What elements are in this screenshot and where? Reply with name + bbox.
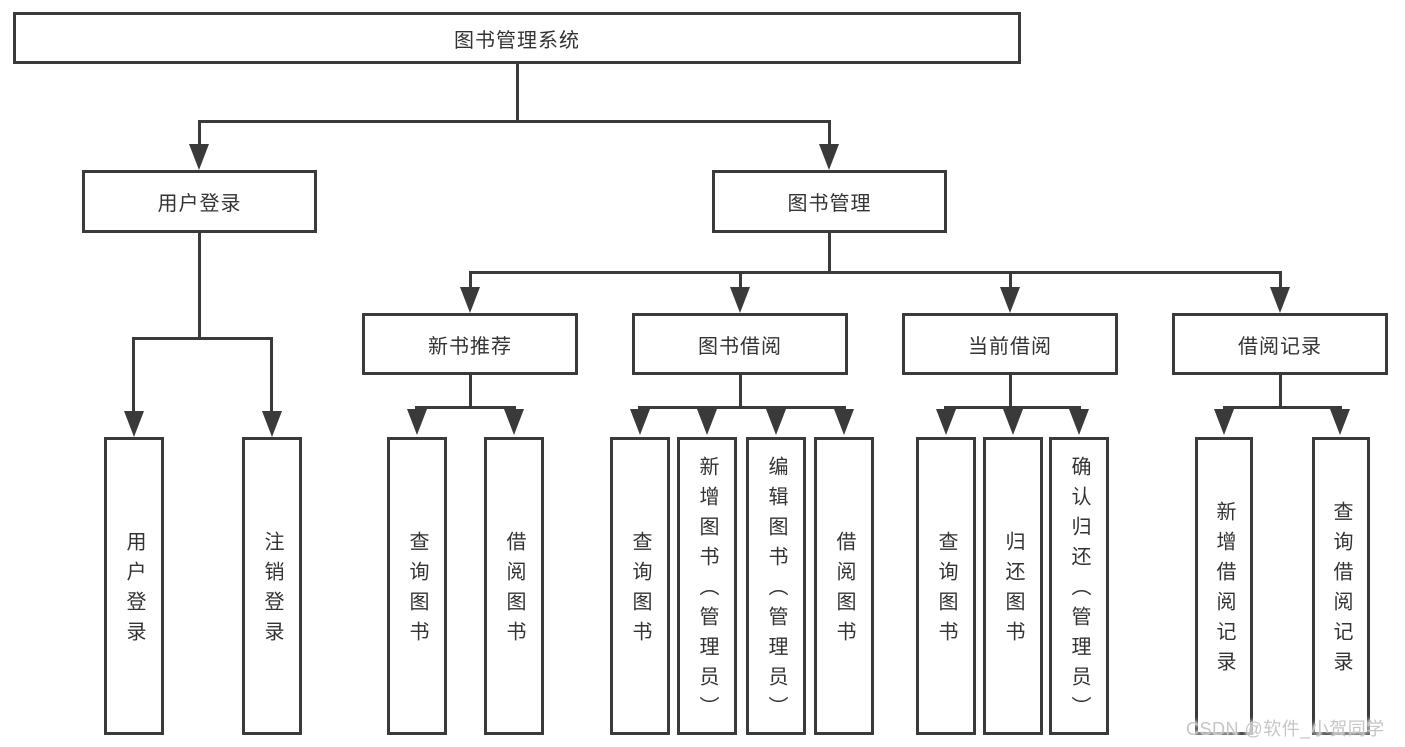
arrow-down-icon: [630, 409, 650, 435]
leaf-label: 新增借阅记录: [1213, 501, 1235, 681]
connector-line: [1223, 406, 1342, 409]
arrow-down-icon: [460, 287, 480, 313]
leaf-label: 用户登录: [123, 531, 145, 651]
connector-line: [828, 233, 831, 273]
leaf-user-login-action: 用户登录: [104, 437, 164, 735]
arrow-down-icon: [819, 144, 839, 170]
arrow-down-icon: [936, 409, 956, 435]
node-borrowing-records: 借阅记录: [1172, 313, 1388, 375]
arrow-down-icon: [1330, 409, 1350, 435]
leaf-label: 借阅图书: [503, 531, 525, 651]
node-borrowing-records-label: 借阅记录: [1238, 335, 1322, 358]
leaf-borrow-books-borrowing: 借阅图书: [814, 437, 874, 735]
leaf-return-books: 归还图书: [983, 437, 1043, 735]
connector-line: [944, 406, 1081, 409]
leaf-add-books-admin: 新增图书（管理员）: [677, 437, 737, 735]
arrow-down-icon: [1214, 409, 1234, 435]
connector-line: [739, 271, 742, 289]
leaf-query-books-recommend: 查询图书: [387, 437, 447, 735]
arrow-down-icon: [766, 409, 786, 435]
leaf-label: 查询借阅记录: [1330, 501, 1352, 681]
leaf-label: 注销登录: [261, 531, 283, 651]
leaf-label: 查询图书: [406, 531, 428, 651]
leaf-query-borrow-record: 查询借阅记录: [1312, 437, 1370, 735]
connector-line: [270, 337, 273, 413]
node-book-management: 图书管理: [712, 170, 947, 233]
leaf-label: 新增图书（管理员）: [696, 456, 718, 726]
arrow-down-icon: [1270, 287, 1290, 313]
leaf-query-books-borrowing: 查询图书: [610, 437, 670, 735]
leaf-confirm-return-admin: 确认归还（管理员）: [1049, 437, 1109, 735]
connector-line: [132, 337, 273, 340]
leaf-label: 确认归还（管理员）: [1068, 456, 1090, 726]
connector-line: [516, 64, 519, 120]
leaf-edit-books-admin: 编辑图书（管理员）: [746, 437, 806, 735]
node-book-borrowing-label: 图书借阅: [698, 335, 782, 358]
connector-line: [1009, 375, 1012, 409]
arrow-down-icon: [1069, 409, 1089, 435]
arrow-down-icon: [189, 144, 209, 170]
arrow-down-icon: [262, 411, 282, 437]
leaf-label: 归还图书: [1002, 531, 1024, 651]
leaf-logout-action: 注销登录: [242, 437, 302, 735]
node-new-book-recommend: 新书推荐: [362, 313, 578, 375]
leaf-label: 查询图书: [935, 531, 957, 651]
arrow-down-icon: [834, 409, 854, 435]
node-current-borrowing-label: 当前借阅: [968, 335, 1052, 358]
connector-line: [198, 120, 831, 123]
node-new-book-recommend-label: 新书推荐: [428, 335, 512, 358]
arrow-down-icon: [504, 409, 524, 435]
connector-line: [1279, 375, 1282, 409]
connector-line: [132, 337, 135, 413]
connector-line: [469, 375, 472, 409]
leaf-label: 编辑图书（管理员）: [765, 456, 787, 726]
connector-line: [198, 233, 201, 337]
connector-line: [1009, 271, 1012, 289]
connector-line: [638, 406, 846, 409]
connector-line: [198, 120, 201, 148]
arrow-down-icon: [1003, 409, 1023, 435]
connector-line: [1279, 271, 1282, 289]
connector-line: [469, 271, 1282, 274]
node-book-borrowing: 图书借阅: [632, 313, 848, 375]
connector-line: [469, 271, 472, 289]
arrow-down-icon: [1000, 287, 1020, 313]
arrow-down-icon: [730, 287, 750, 313]
csdn-watermark: CSDN @软件_小贺同学: [1186, 719, 1385, 739]
node-user-login-label: 用户登录: [157, 193, 242, 215]
arrow-down-icon: [697, 409, 717, 435]
arrow-down-icon: [124, 411, 144, 437]
leaf-add-borrow-record: 新增借阅记录: [1195, 437, 1253, 735]
node-book-management-label: 图书管理: [787, 193, 872, 215]
leaf-borrow-books-recommend: 借阅图书: [484, 437, 544, 735]
arrow-down-icon: [407, 409, 427, 435]
leaf-label: 借阅图书: [833, 531, 855, 651]
node-user-login: 用户登录: [82, 170, 317, 233]
node-root: 图书管理系统: [13, 12, 1021, 64]
connector-line: [415, 406, 516, 409]
leaf-label: 查询图书: [629, 531, 651, 651]
connector-line: [828, 120, 831, 148]
leaf-query-books-current: 查询图书: [916, 437, 976, 735]
connector-line: [739, 375, 742, 409]
node-current-borrowing: 当前借阅: [902, 313, 1118, 375]
node-root-label: 图书管理系统: [454, 29, 580, 52]
